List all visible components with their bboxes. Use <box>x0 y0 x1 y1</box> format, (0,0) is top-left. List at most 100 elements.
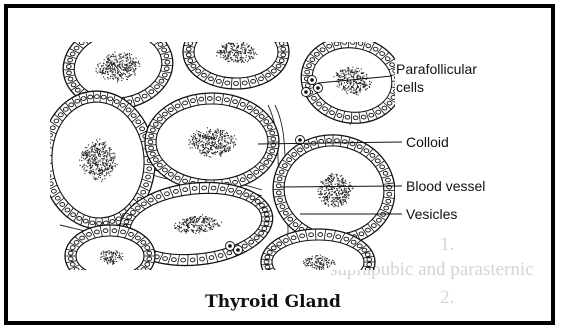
cell-nucleus <box>277 278 282 282</box>
cell-nucleus <box>291 284 296 288</box>
colloid-stipple <box>112 261 113 262</box>
colloid-stipple <box>349 89 350 90</box>
colloid-stipple <box>349 182 350 183</box>
colloid-stipple <box>103 62 104 63</box>
diagram-labels: Parafollicular cells Colloid Blood vesse… <box>396 61 485 222</box>
colloid-stipple <box>94 159 95 160</box>
colloid-stipple <box>348 70 349 71</box>
colloid-stipple <box>110 257 111 258</box>
colloid-stipple <box>333 198 334 199</box>
cell-nucleus <box>103 279 108 283</box>
cell-nucleus <box>85 36 90 40</box>
colloid-stipple <box>126 71 127 72</box>
colloid-stipple <box>314 264 315 265</box>
colloid-stipple <box>203 225 204 226</box>
cell-nucleus <box>108 27 113 31</box>
colloid-stipple <box>339 187 340 188</box>
colloid-stipple <box>206 143 207 144</box>
colloid-stipple <box>218 147 219 148</box>
colloid-stipple <box>216 130 217 131</box>
colloid-stipple <box>334 191 335 192</box>
colloid-stipple <box>100 170 101 171</box>
colloid-stipple <box>184 229 185 230</box>
colloid-stipple <box>355 81 356 82</box>
colloid-stipple <box>241 46 242 47</box>
cell-boundary <box>82 272 89 281</box>
colloid-stipple <box>241 58 242 59</box>
colloid-stipple <box>108 161 109 162</box>
colloid-stipple <box>125 65 126 66</box>
colloid-stipple <box>224 141 225 142</box>
colloid-stipple <box>205 216 206 217</box>
cell-boundary <box>100 275 102 286</box>
colloid-stipple <box>226 52 227 53</box>
colloid-stipple <box>216 144 217 145</box>
colloid-stipple <box>222 134 223 135</box>
colloid-stipple <box>344 88 345 89</box>
colloid-stipple <box>84 167 85 168</box>
colloid-stipple <box>85 154 86 155</box>
colloid-stipple <box>119 254 120 255</box>
colloid-stipple <box>181 231 182 232</box>
colloid-stipple <box>341 182 342 183</box>
colloid-stipple <box>98 71 99 72</box>
colloid-stipple <box>212 221 213 222</box>
colloid-stipple <box>95 152 96 153</box>
colloid-stipple <box>92 157 93 158</box>
colloid-stipple <box>241 47 242 48</box>
colloid-stipple <box>335 174 336 175</box>
colloid-stipple <box>106 163 107 164</box>
colloid-stipple <box>229 137 230 138</box>
colloid-stipple <box>227 58 228 59</box>
colloid-stipple <box>134 73 135 74</box>
colloid-stipple <box>122 64 123 65</box>
colloid-stipple <box>358 87 359 88</box>
colloid-stipple <box>120 67 121 68</box>
colloid-stipple <box>91 149 92 150</box>
colloid-stipple <box>326 187 327 188</box>
colloid-stipple <box>109 54 110 55</box>
colloid-stipple <box>120 72 121 73</box>
colloid-stipple <box>93 169 94 170</box>
colloid-stipple <box>332 174 333 175</box>
colloid-stipple <box>348 74 349 75</box>
colloid-stipple <box>199 217 200 218</box>
colloid-stipple <box>227 133 228 134</box>
colloid-stipple <box>101 158 102 159</box>
colloid-stipple <box>104 153 105 154</box>
colloid-stipple <box>80 165 81 166</box>
colloid-stipple <box>216 132 217 133</box>
colloid-stipple <box>106 169 107 170</box>
colloid-stipple <box>103 151 104 152</box>
colloid-stipple <box>122 67 123 68</box>
colloid-stipple <box>361 80 362 81</box>
colloid-stipple <box>205 145 206 146</box>
cell-boundary <box>191 33 200 39</box>
cell-boundary <box>105 25 108 36</box>
colloid-stipple <box>184 219 185 220</box>
colloid-stipple <box>126 61 127 62</box>
colloid-stipple <box>113 74 114 75</box>
colloid-stipple <box>113 252 114 253</box>
colloid-stipple <box>191 229 192 230</box>
colloid-stipple <box>105 164 106 165</box>
colloid-stipple <box>339 201 340 202</box>
colloid-stipple <box>241 59 242 60</box>
colloid-stipple <box>228 54 229 55</box>
colloid-stipple <box>316 261 317 262</box>
colloid-stipple <box>207 142 208 143</box>
colloid-stipple <box>106 261 107 262</box>
colloid-stipple <box>233 147 234 148</box>
colloid-stipple <box>104 73 105 74</box>
colloid-stipple <box>228 56 229 57</box>
colloid-stipple <box>185 232 186 233</box>
colloid-stipple <box>309 259 310 260</box>
colloid-stipple <box>96 71 97 72</box>
colloid-stipple <box>220 132 221 133</box>
colloid-stipple <box>109 65 110 66</box>
colloid-stipple <box>209 138 210 139</box>
colloid-stipple <box>345 70 346 71</box>
colloid-stipple <box>344 75 345 76</box>
colloid-stipple <box>103 147 104 148</box>
colloid-stipple <box>224 51 225 52</box>
